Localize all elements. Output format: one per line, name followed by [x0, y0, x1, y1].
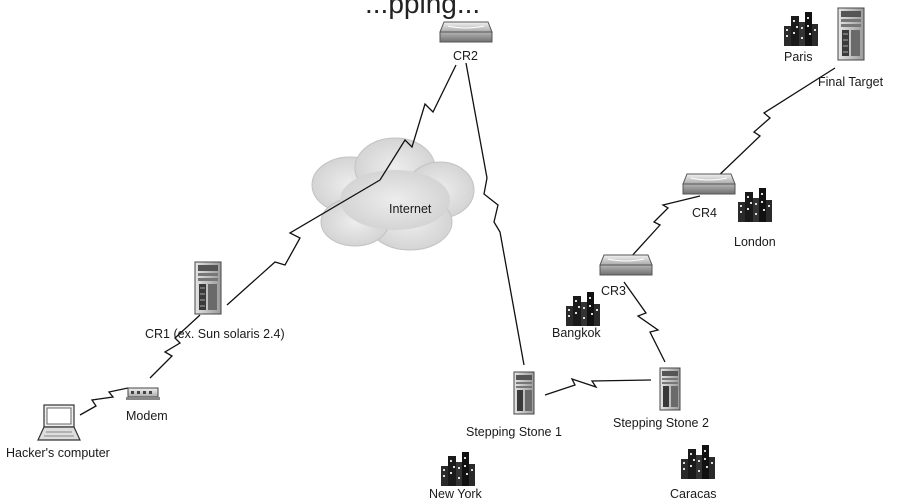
server-icon: [659, 367, 681, 411]
label-paris: Paris: [784, 50, 813, 64]
link-modem-cr1: [149, 314, 201, 379]
link-cr1-cr2-upper: [379, 64, 457, 181]
modem-icon: [126, 387, 160, 400]
link-cr2-ss1: [465, 62, 525, 366]
label-caracas: Caracas: [670, 487, 717, 501]
link-ss1-ss2: [544, 377, 652, 396]
label-internet: Internet: [389, 202, 432, 216]
label-cr3: CR3: [601, 284, 627, 298]
label-cr1: CR1 (ex. Sun solaris 2.4): [145, 327, 285, 341]
city-icon: [566, 292, 600, 326]
laptop-icon: [37, 404, 81, 441]
label-stepping-stone-2: Stepping Stone 2: [613, 416, 709, 430]
city-icon: [441, 452, 475, 486]
server-icon: [513, 371, 535, 415]
label-new-york: New York: [429, 487, 482, 501]
label-bangkok: Bangkok: [552, 326, 601, 340]
label-final-target: Final Target: [818, 75, 884, 89]
router-icon: [599, 254, 653, 276]
label-cr4: CR4: [692, 206, 718, 220]
city-icon: [784, 12, 818, 46]
cloud-icon: [311, 137, 475, 251]
router-icon: [682, 173, 736, 195]
diagram-title: ...pping...: [365, 0, 481, 19]
city-icon: [738, 188, 772, 222]
label-cr2: CR2: [453, 49, 479, 63]
label-modem: Modem: [126, 409, 168, 423]
label-stepping-stone-1: Stepping Stone 1: [466, 425, 562, 439]
router-icon: [439, 21, 493, 43]
link-cr1-cr2: [226, 179, 381, 306]
link-hacker-modem: [79, 387, 129, 416]
label-london: London: [734, 235, 776, 249]
server-icon: [194, 261, 222, 315]
link-cr3-cr4: [629, 195, 701, 259]
link-cr4-final: [713, 67, 836, 181]
link-ss2-cr3: [623, 281, 666, 363]
label-hacker: Hacker's computer: [6, 446, 110, 460]
server-icon: [837, 7, 865, 61]
city-icon: [681, 445, 715, 479]
